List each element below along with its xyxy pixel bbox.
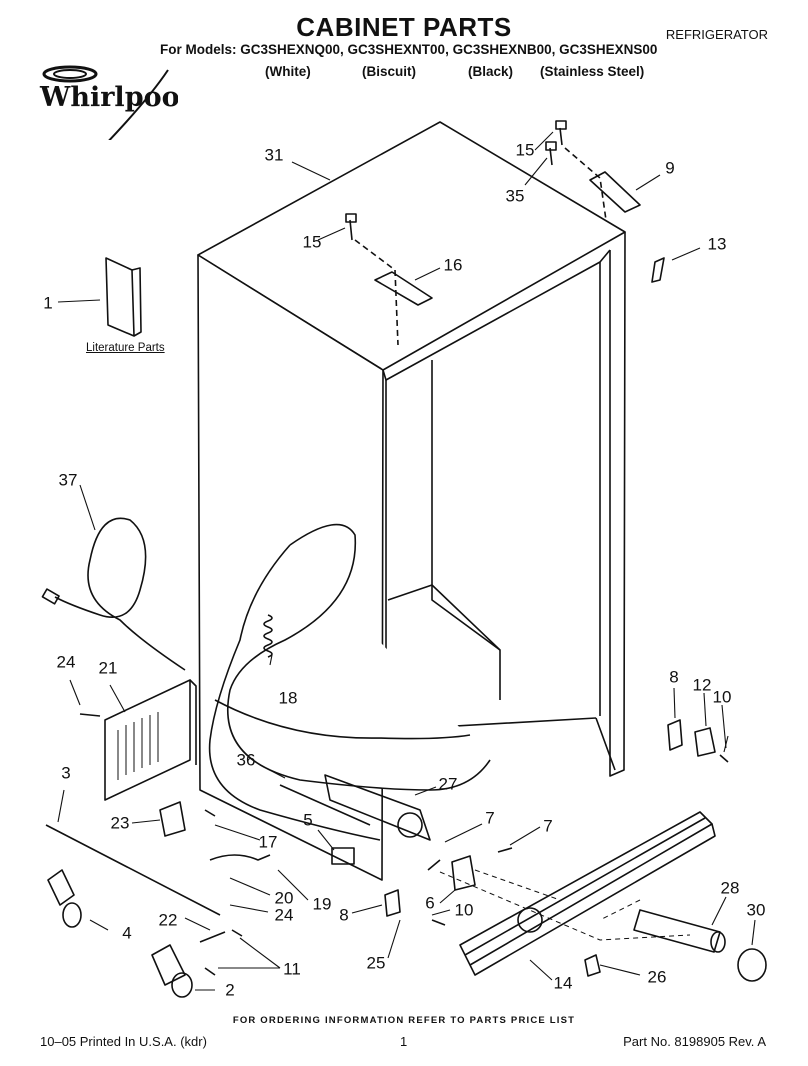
callout-24a: 24 <box>56 652 76 672</box>
callout-3: 3 <box>61 763 71 783</box>
callout-5: 5 <box>303 810 313 830</box>
callout-8b: 8 <box>669 667 679 687</box>
callout-31: 31 <box>264 145 284 165</box>
literature-parts-link[interactable]: Literature Parts <box>86 342 165 354</box>
page-number: 1 <box>400 1034 408 1049</box>
color-white: (White) <box>265 64 311 79</box>
callout-12: 12 <box>692 675 712 695</box>
callout-8a: 8 <box>339 905 349 925</box>
callout-7b: 7 <box>543 816 553 836</box>
callout-15b: 15 <box>515 140 535 160</box>
callout-25: 25 <box>366 953 386 973</box>
category-label: REFRIGERATOR <box>665 27 768 42</box>
callout-17: 17 <box>258 832 278 852</box>
callout-20: 20 <box>274 888 294 908</box>
callout-26: 26 <box>647 967 667 987</box>
callout-15a: 15 <box>302 232 322 252</box>
callout-11: 11 <box>283 959 301 979</box>
callout-10a: 10 <box>454 900 474 920</box>
callout-37: 37 <box>58 470 78 490</box>
callout-13: 13 <box>707 234 727 254</box>
page-title: CABINET PARTS <box>296 12 512 42</box>
color-stainless: (Stainless Steel) <box>540 64 645 79</box>
callout-30: 30 <box>746 900 766 920</box>
callout-14: 14 <box>553 973 573 993</box>
callout-18: 18 <box>278 688 298 708</box>
models-line: For Models: GC3SHEXNQ00, GC3SHEXNT00, GC… <box>160 42 658 57</box>
callout-27: 27 <box>438 774 458 794</box>
callout-36: 36 <box>236 750 256 770</box>
callout-9: 9 <box>665 158 675 178</box>
callout-21: 21 <box>98 658 118 678</box>
callout-35: 35 <box>505 186 525 206</box>
whirlpool-logo: Whirlpool <box>38 60 190 149</box>
callout-28: 28 <box>720 878 740 898</box>
color-biscuit: (Biscuit) <box>362 64 416 79</box>
part-number: Part No. 8198905 Rev. A <box>623 1034 766 1049</box>
callout-1: 1 <box>43 293 53 313</box>
callout-6: 6 <box>425 893 435 913</box>
callout-24b: 24 <box>274 905 294 925</box>
callout-19: 19 <box>312 894 332 914</box>
callout-4: 4 <box>122 923 132 943</box>
callout-2: 2 <box>225 980 235 1000</box>
callout-22: 22 <box>158 910 178 930</box>
color-black: (Black) <box>468 64 514 79</box>
ordering-note: FOR ORDERING INFORMATION REFER TO PARTS … <box>232 1015 576 1026</box>
callout-10b: 10 <box>712 687 732 707</box>
print-info: 10–05 Printed In U.S.A. (kdr) <box>40 1034 207 1049</box>
callout-23: 23 <box>110 813 130 833</box>
callout-16: 16 <box>443 255 463 275</box>
svg-text:Whirlpool: Whirlpool <box>39 82 178 113</box>
callout-7a: 7 <box>485 808 495 828</box>
